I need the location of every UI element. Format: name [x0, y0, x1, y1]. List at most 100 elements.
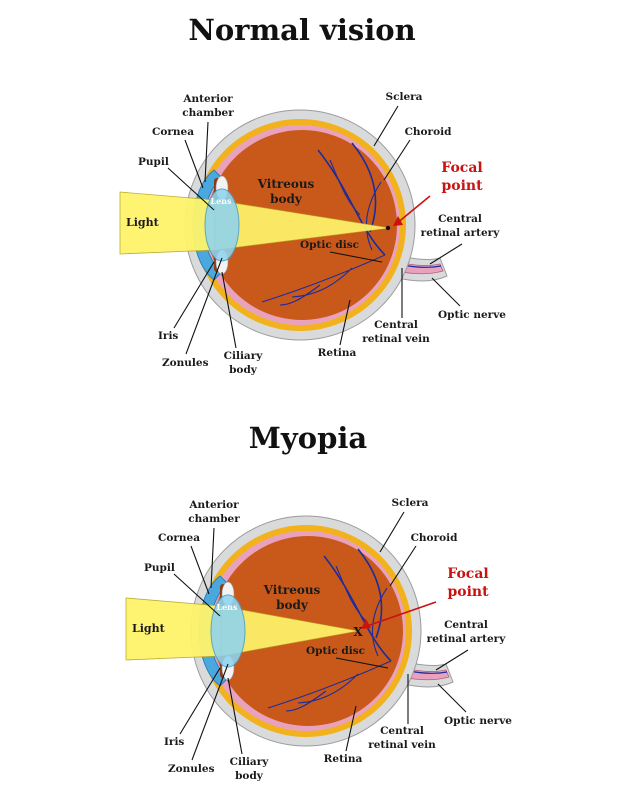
light-label: Light [132, 622, 166, 635]
lens-shape [210, 594, 246, 668]
focal-point-label: Focal point [441, 160, 483, 194]
central-retinal-vein-label-line-2: retinal vein [362, 333, 430, 345]
sclera-label: Sclera [392, 497, 429, 509]
iris-leader [173, 261, 215, 329]
central-retinal-artery-label: Central retinal artery [427, 619, 507, 645]
ciliary-body-label-line-1: Ciliary [230, 756, 270, 768]
blood-vessel [279, 284, 321, 306]
cornea-leader [184, 139, 204, 189]
focal-point-label-line-1: Focal [441, 160, 482, 176]
sclera-label: Sclera [386, 91, 423, 103]
anterior-chamber-label: Anterior chamber [188, 499, 240, 525]
pupil-label: Pupil [144, 562, 175, 574]
choroid-label: Choroid [411, 532, 459, 544]
anterior-chamber-label-line-1: Anterior [182, 93, 233, 105]
focal-point-label: Focal point [447, 566, 489, 600]
optic-nerve-leader [437, 683, 467, 713]
ciliary-body-label-line-2: body [235, 770, 264, 782]
blood-vessel [357, 548, 383, 639]
central-retinal-vein-label-line-1: Central [380, 725, 424, 737]
central-retinal-artery-label-line-1: Central [444, 619, 488, 631]
cornea-label: Cornea [152, 126, 194, 138]
cornea-leader [190, 545, 210, 595]
pupil-leader [167, 167, 215, 211]
zonules-label: Zonules [162, 357, 209, 369]
anterior-chamber-label: Anterior chamber [182, 93, 234, 119]
choroid-leader [383, 139, 411, 181]
lens-shape [204, 188, 240, 262]
retina-label: Retina [324, 753, 363, 765]
optic-disc-label: Optic disc [300, 239, 359, 251]
diagram-title: Normal vision [188, 13, 415, 47]
optic-disc-label: Optic disc [306, 645, 365, 657]
iris-label: Iris [158, 330, 178, 342]
anterior-chamber-label-line-2: chamber [182, 107, 234, 119]
focal-point-label-line-2: point [447, 584, 489, 600]
ciliary-body-label: Ciliary body [224, 350, 264, 376]
blood-vessel [297, 673, 359, 704]
focal-point-label-line-2: point [441, 178, 483, 194]
diagram-title: Myopia [249, 421, 368, 455]
anterior-chamber-leader [210, 527, 215, 589]
cornea-label: Cornea [158, 532, 200, 544]
focal-arrow-line [363, 601, 437, 628]
focal-arrow-head [393, 216, 403, 226]
choroid-leader [389, 545, 417, 587]
optic-disc-leader [335, 657, 389, 669]
retina-leader [339, 299, 351, 346]
lens-label: Lens [216, 602, 238, 612]
ciliary-body-leader [221, 271, 237, 349]
sclera-leader [373, 105, 399, 147]
focal-marker-x: X [353, 625, 363, 639]
blood-vessel [366, 181, 382, 251]
ciliary-body-label-line-2: body [229, 364, 258, 376]
focal-point-label-line-1: Focal [447, 566, 488, 582]
optic-nerve-label: Optic nerve [444, 715, 512, 727]
central-retinal-artery-leader [429, 243, 463, 265]
focal-marker-dot [385, 225, 391, 231]
choroid-label: Choroid [405, 126, 453, 138]
optic-disc-leader [329, 251, 383, 263]
central-retinal-artery-label-line-1: Central [438, 213, 482, 225]
lens-label: Lens [210, 196, 232, 206]
pupil-label: Pupil [138, 156, 169, 168]
blood-vessel [329, 159, 361, 216]
anterior-chamber-leader [204, 121, 209, 183]
ciliary-body-label-line-1: Ciliary [224, 350, 264, 362]
optic-nerve-label: Optic nerve [438, 309, 506, 321]
iris-leader [179, 667, 221, 735]
zonules-leader [191, 663, 229, 761]
central-retinal-artery-leader [435, 649, 469, 671]
central-retinal-vein-label: Central retinal vein [362, 319, 430, 345]
central-retinal-artery-label-line-2: retinal artery [427, 633, 507, 645]
anterior-chamber-label-line-1: Anterior [188, 499, 239, 511]
blood-vessel [291, 267, 353, 298]
ciliary-body-label: Ciliary body [230, 756, 270, 782]
retina-label: Retina [318, 347, 357, 359]
central-retinal-vein-label: Central retinal vein [368, 725, 436, 751]
normal-vision-diagram: Normal visionLensVitreousbodyLightFocalp… [119, 13, 506, 376]
focal-arrow-line [395, 195, 431, 225]
central-retinal-vein-label-line-2: retinal vein [368, 739, 436, 751]
iris-label: Iris [164, 736, 184, 748]
vitreous-body-label-line-1: Vitreous [257, 177, 315, 191]
focal-arrow-head [361, 619, 371, 629]
central-retinal-vein-label-line-1: Central [374, 319, 418, 331]
vitreous-body-label-line-1: Vitreous [263, 583, 321, 597]
zonules-label: Zonules [168, 763, 215, 775]
central-retinal-artery-label-line-2: retinal artery [421, 227, 501, 239]
blood-vessel [335, 565, 367, 622]
zonules-leader [185, 257, 223, 355]
vitreous-body-label-line-2: body [276, 598, 309, 612]
vitreous-body-label-line-2: body [270, 192, 303, 206]
blood-vessel [285, 690, 327, 712]
blood-vessel [261, 254, 386, 303]
retina-leader [345, 705, 357, 752]
anterior-chamber-label-line-2: chamber [188, 513, 240, 525]
blood-vessel [372, 587, 388, 657]
optic-nerve-leader [431, 277, 461, 307]
